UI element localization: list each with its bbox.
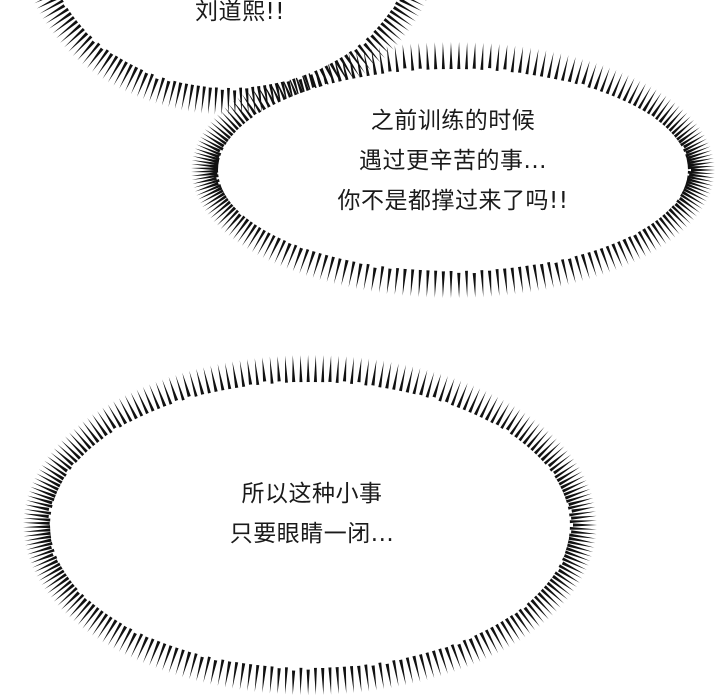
bubble-3-outline: [23, 355, 597, 695]
speech-bubble-2-text: 之前训练的时候 遇过更辛苦的事... 你不是都撑过来了吗!!: [283, 101, 623, 221]
bubble-3-line-1: 所以这种小事: [241, 481, 383, 507]
bubble-2-line-2: 遇过更辛苦的事...: [359, 148, 547, 174]
bubble-2-fill: [218, 69, 688, 271]
bubble-3-fill: [50, 382, 570, 668]
bubble-2-line-3: 你不是都撑过来了吗!!: [337, 188, 569, 214]
speech-bubble-1-text: 刘道熙!!: [130, 0, 350, 32]
speech-bubble-3-text: 所以这种小事 只要眼睛一闭...: [182, 474, 442, 554]
bubble-fills: [50, 0, 688, 668]
bubble-2-line-1: 之前训练的时候: [370, 108, 536, 134]
bubble-1-line-1: 刘道熙!!: [195, 0, 285, 25]
bubble-1-fill: [62, 0, 398, 88]
bubble-3-line-2: 只要眼睛一闭...: [229, 521, 395, 547]
bubble-2-outline: [191, 42, 715, 298]
